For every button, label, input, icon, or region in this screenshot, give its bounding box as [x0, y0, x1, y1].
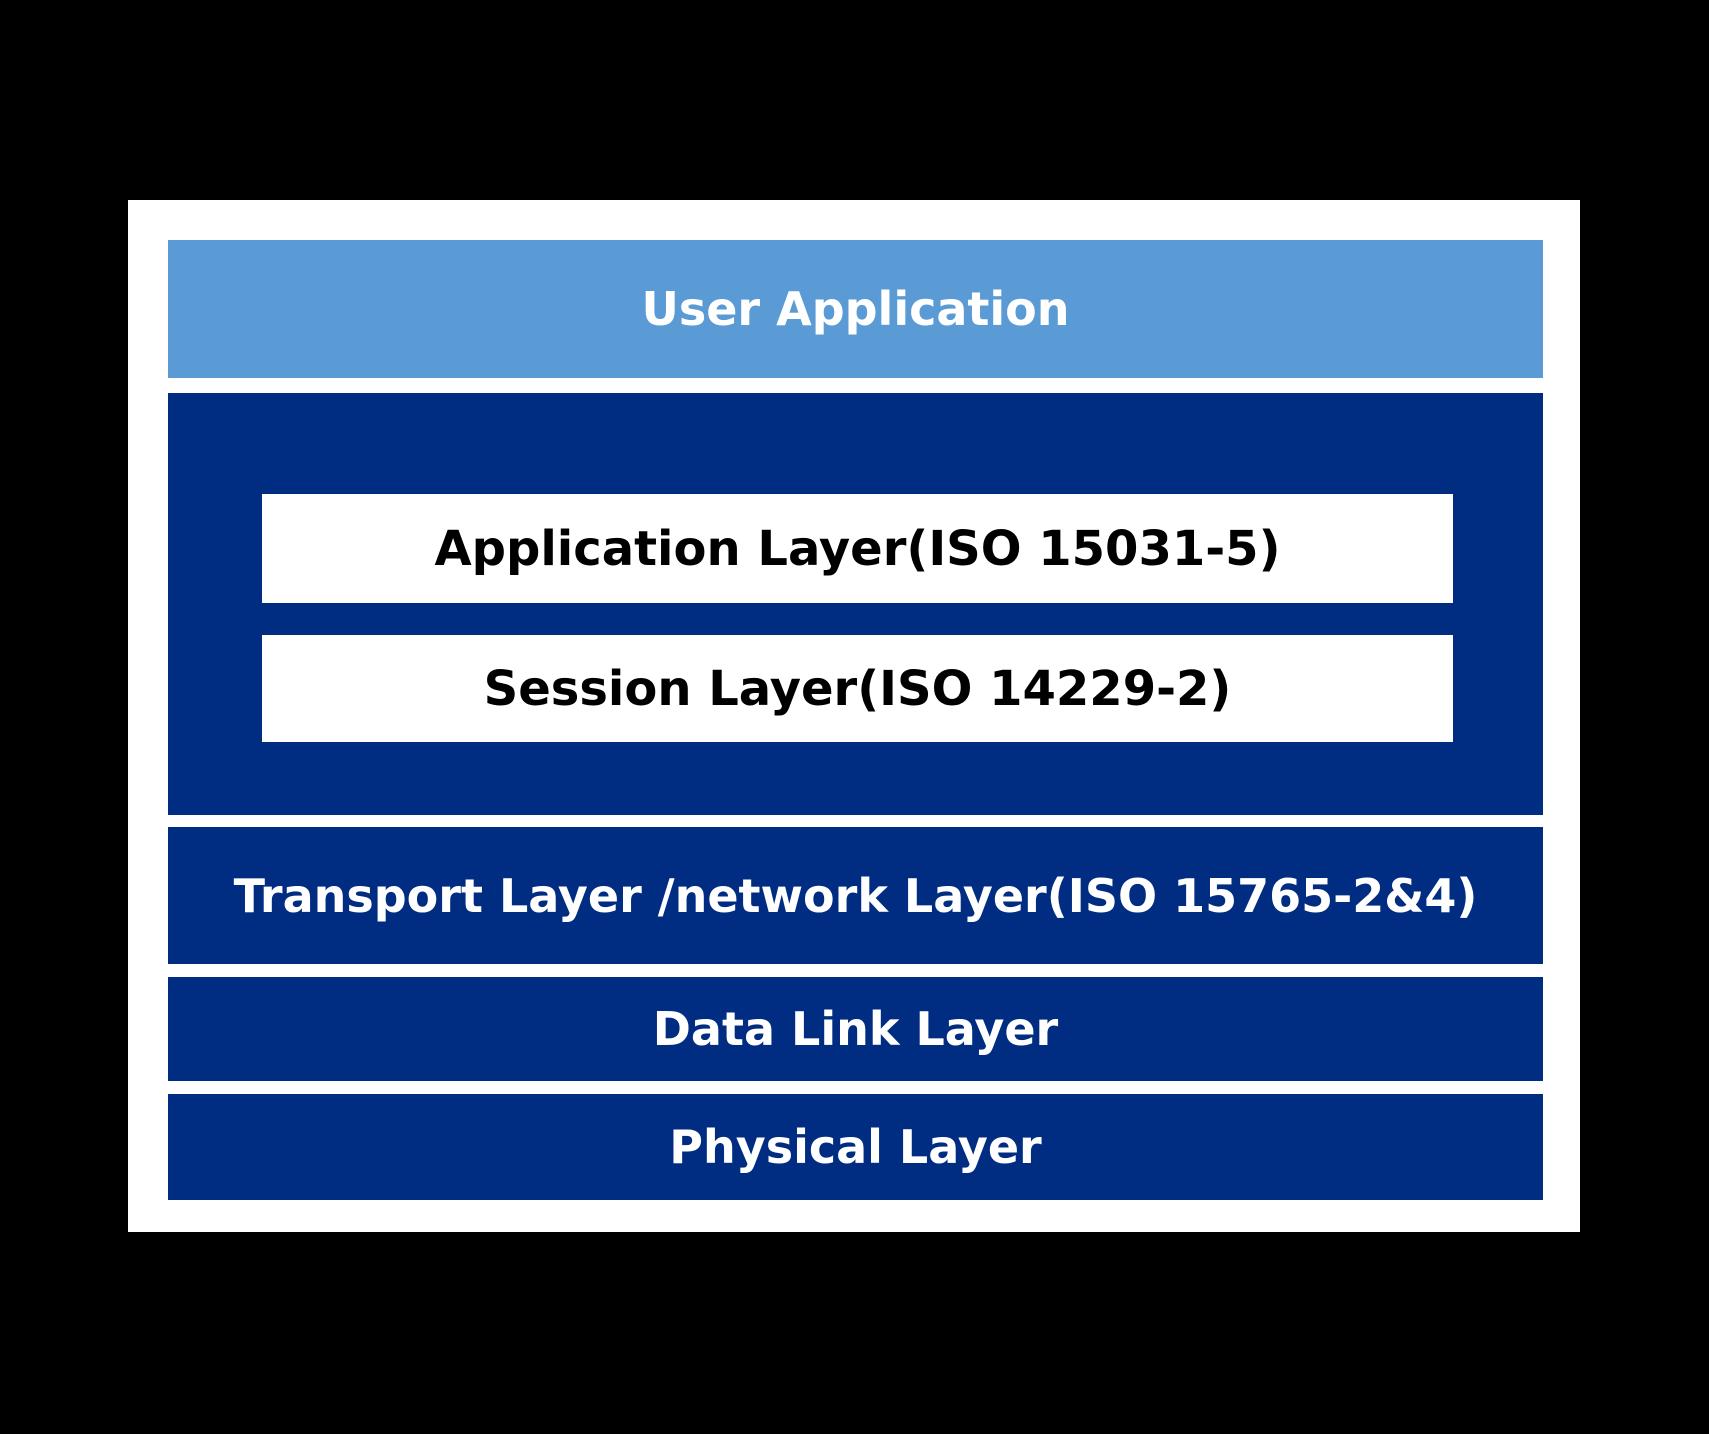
protocol-stack-panel: User Application Application Layer(ISO 1… — [128, 200, 1580, 1232]
physical-layer-bar: Physical Layer — [168, 1094, 1543, 1200]
user-application-label: User Application — [641, 282, 1070, 336]
transport-network-layer-label: Transport Layer /network Layer(ISO 15765… — [233, 868, 1478, 923]
data-link-layer-label: Data Link Layer — [652, 1002, 1059, 1056]
user-application-bar: User Application — [168, 240, 1543, 378]
session-layer-box: Session Layer(ISO 14229-2) — [262, 635, 1453, 742]
application-layer-label: Application Layer(ISO 15031-5) — [434, 520, 1281, 577]
transport-network-layer-bar: Transport Layer /network Layer(ISO 15765… — [168, 827, 1543, 964]
diagnostic-layers-box: Application Layer(ISO 15031-5) Session L… — [168, 393, 1543, 815]
application-layer-box: Application Layer(ISO 15031-5) — [262, 494, 1453, 603]
data-link-layer-bar: Data Link Layer — [168, 977, 1543, 1081]
physical-layer-label: Physical Layer — [669, 1120, 1042, 1174]
session-layer-label: Session Layer(ISO 14229-2) — [483, 660, 1232, 717]
